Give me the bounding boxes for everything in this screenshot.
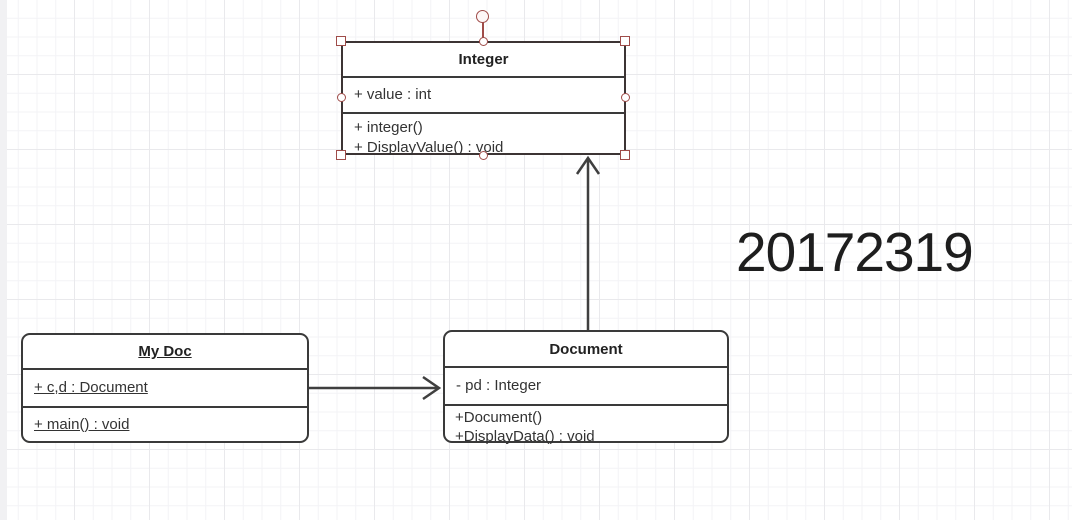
attribute: - pd : Integer <box>456 377 542 394</box>
class-title: Integer <box>458 51 509 68</box>
selection-handle-se[interactable] <box>620 150 630 160</box>
selection-handle-s[interactable] <box>479 151 488 160</box>
class-title: My Doc <box>138 343 192 360</box>
selection-handle-sw[interactable] <box>336 150 346 160</box>
class-box-mydoc[interactable]: My Doc + c,d : Document + main() : void <box>21 333 309 443</box>
methods-compartment: + main() : void <box>23 406 307 442</box>
class-box-integer[interactable]: Integer + value : int + integer() + Disp… <box>341 41 626 158</box>
canvas-edge-strip <box>0 0 7 520</box>
method: +DisplayData() : void <box>455 428 595 445</box>
attribute: + value : int <box>354 86 432 103</box>
rotation-handle-stem <box>482 22 484 41</box>
attributes-compartment: + value : int <box>343 76 624 112</box>
selection-handle-nw[interactable] <box>336 36 346 46</box>
methods-compartment: + integer() + DisplayValue() : void <box>343 112 624 158</box>
rotation-handle[interactable] <box>476 10 489 23</box>
attributes-compartment: - pd : Integer <box>445 366 727 404</box>
method: +Document() <box>455 409 543 426</box>
open-arrowhead-up <box>575 155 601 175</box>
attribute: + c,d : Document <box>34 379 148 396</box>
selection-handle-w[interactable] <box>337 93 346 102</box>
connector-mydoc-document[interactable] <box>309 375 442 401</box>
selection-handle-ne[interactable] <box>620 36 630 46</box>
method: + DisplayValue() : void <box>354 139 504 156</box>
open-arrowhead-right <box>422 375 442 401</box>
attributes-compartment: + c,d : Document <box>23 368 307 406</box>
class-box-document[interactable]: Document - pd : Integer +Document() +Dis… <box>443 330 729 446</box>
connector-document-integer[interactable] <box>575 155 601 331</box>
selection-handle-e[interactable] <box>621 93 630 102</box>
selection-handle-n[interactable] <box>479 37 488 46</box>
methods-compartment: +Document() +DisplayData() : void <box>445 404 727 446</box>
student-id-text[interactable]: 20172319 <box>736 221 974 283</box>
method: + main() : void <box>34 416 130 433</box>
class-title: Document <box>549 340 623 358</box>
method: + integer() <box>354 119 423 136</box>
